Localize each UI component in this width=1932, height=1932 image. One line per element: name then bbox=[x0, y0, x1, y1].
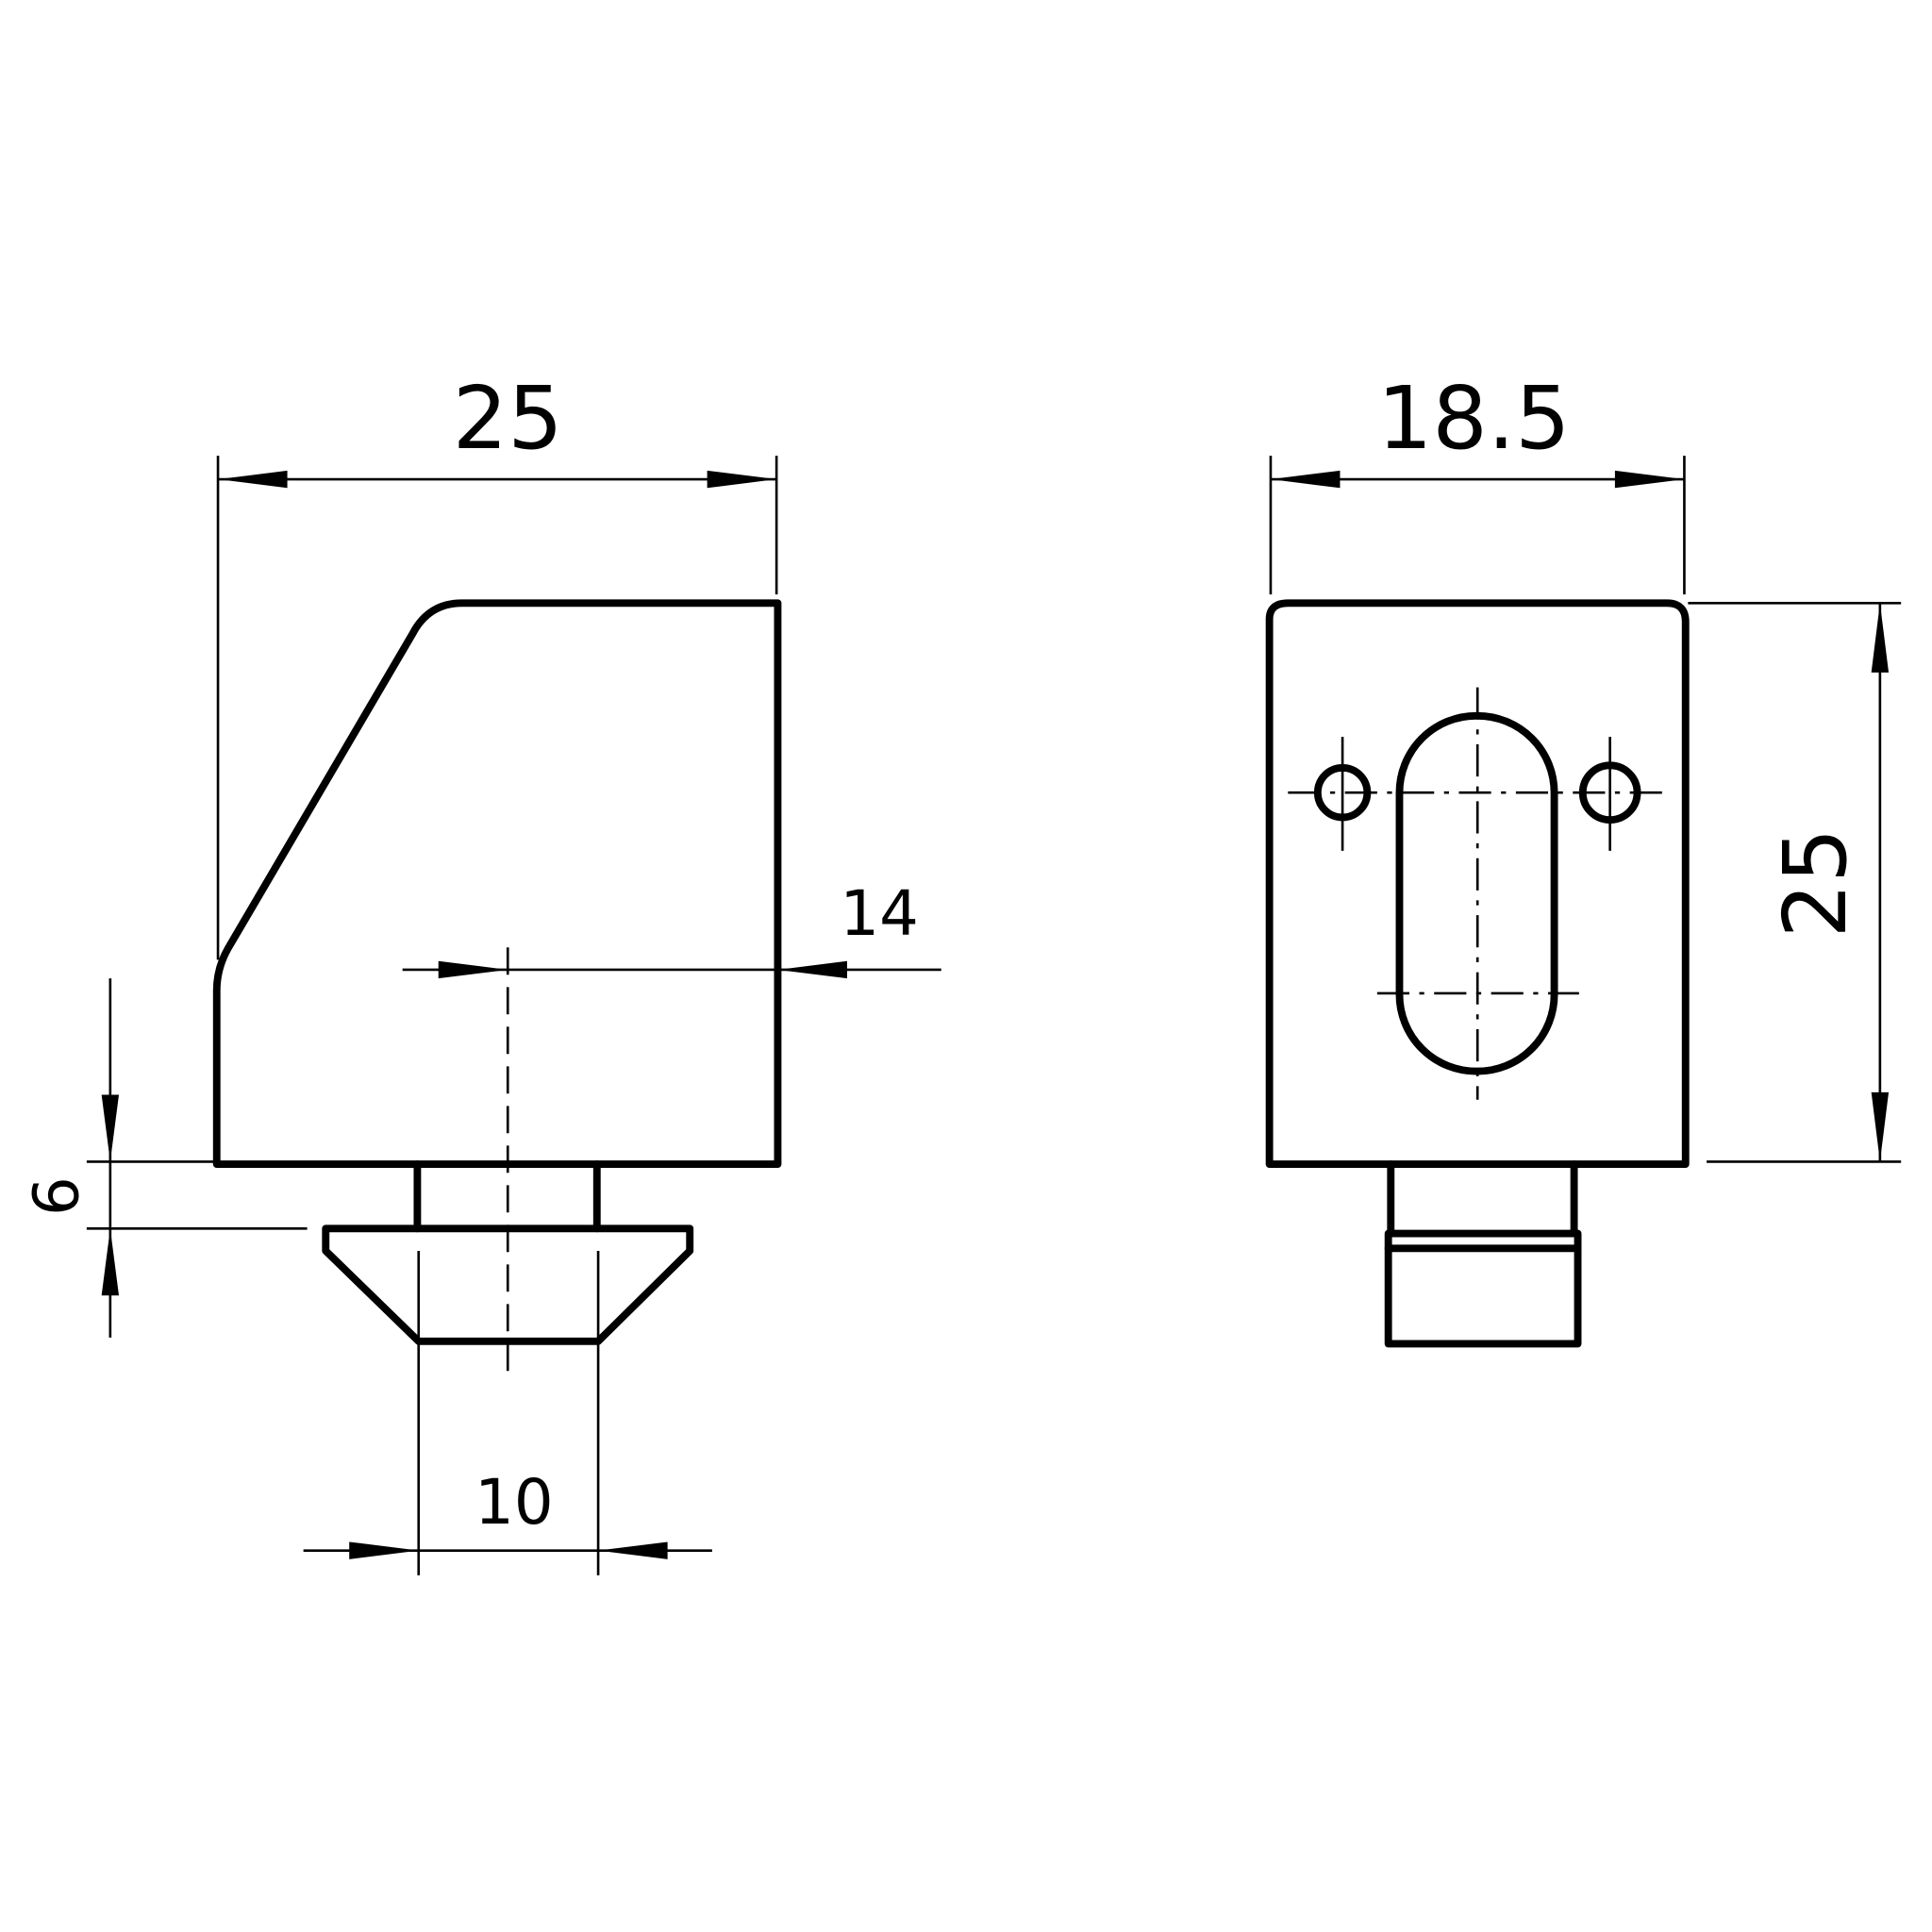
front-view: 18.5 25 bbox=[1265, 368, 1902, 1348]
dimension-center-offset: 14 bbox=[402, 878, 941, 979]
arrowhead bbox=[1871, 603, 1890, 673]
dimension-overall-width: 25 bbox=[216, 368, 778, 960]
dimension-front-width: 18.5 bbox=[1269, 368, 1686, 595]
dim-label-front-width: 18.5 bbox=[1377, 368, 1571, 469]
dimension-nut-width: 10 bbox=[303, 1250, 712, 1575]
arrowhead bbox=[707, 470, 777, 489]
arrowhead bbox=[777, 960, 847, 979]
dim-label-nut-width: 10 bbox=[475, 1467, 554, 1539]
side-neck bbox=[413, 1160, 601, 1233]
arrowhead bbox=[1270, 470, 1341, 489]
front-centerlines bbox=[1288, 687, 1666, 1100]
arrowhead bbox=[598, 1541, 668, 1559]
dimension-neck-height: 6 bbox=[22, 978, 308, 1338]
front-body-outline bbox=[1265, 599, 1690, 1168]
arrowhead bbox=[349, 1541, 419, 1559]
arrowhead bbox=[438, 960, 508, 979]
dim-label-center-offset: 14 bbox=[840, 878, 919, 950]
arrowhead bbox=[1614, 470, 1685, 489]
dim-label-neck-height: 6 bbox=[22, 1176, 93, 1216]
arrowhead bbox=[218, 470, 288, 489]
arrowhead bbox=[101, 1094, 120, 1162]
side-view: 25 14 6 10 bbox=[22, 368, 941, 1575]
dim-label-front-height: 25 bbox=[1765, 828, 1866, 939]
arrowhead bbox=[101, 1228, 120, 1296]
side-body-outline bbox=[212, 599, 782, 1168]
dimension-front-height: 25 bbox=[1688, 602, 1902, 1163]
arrowhead bbox=[1871, 1091, 1890, 1162]
front-stem bbox=[1384, 1160, 1582, 1348]
dim-label-overall-width: 25 bbox=[453, 368, 563, 469]
